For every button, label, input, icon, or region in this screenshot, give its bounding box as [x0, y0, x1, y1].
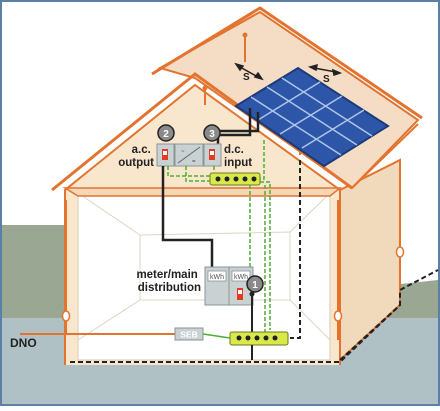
svg-text:3: 3: [209, 129, 215, 140]
down-conductor-lower: [65, 257, 401, 340]
separation-arrows: [234, 62, 343, 81]
upper-earth-bar: [209, 172, 261, 186]
callout-1: 1: [246, 275, 264, 293]
seb-box: SEB: [174, 327, 204, 341]
dno-label: DNO: [10, 336, 37, 350]
lightning-conductors: [65, 35, 401, 312]
kwh-meter-right: kWh: [234, 274, 248, 281]
grass-left: [2, 225, 70, 320]
kwh-meter-left: kWh: [210, 274, 224, 281]
svg-text:1: 1: [252, 280, 258, 291]
earth-electrode-path: [70, 160, 439, 363]
separation-label-right: S: [323, 74, 330, 85]
dc-input-label: d.c. input: [224, 144, 252, 169]
svg-text:=: =: [192, 159, 196, 165]
ac-output-label: a.c. output: [118, 144, 154, 169]
solar-panel: [234, 66, 390, 168]
inverter: ~ =: [174, 143, 204, 167]
ac-cable: [161, 166, 214, 270]
seb-label: SEB: [180, 330, 197, 340]
dc-isolator: [203, 143, 222, 167]
earth-conductors: [167, 140, 271, 335]
ac-isolator: [156, 143, 175, 167]
dc-cables: [214, 108, 260, 148]
callout-2: 2: [157, 124, 175, 142]
callout-3: 3: [203, 124, 221, 142]
meter-distribution: kWh kWh: [204, 266, 254, 306]
meter-label: meter/main distribution: [136, 269, 201, 294]
separation-label-left: S: [243, 72, 250, 83]
svg-text:~: ~: [181, 149, 185, 155]
main-earth-bar: [229, 331, 289, 346]
svg-text:2: 2: [163, 129, 169, 140]
